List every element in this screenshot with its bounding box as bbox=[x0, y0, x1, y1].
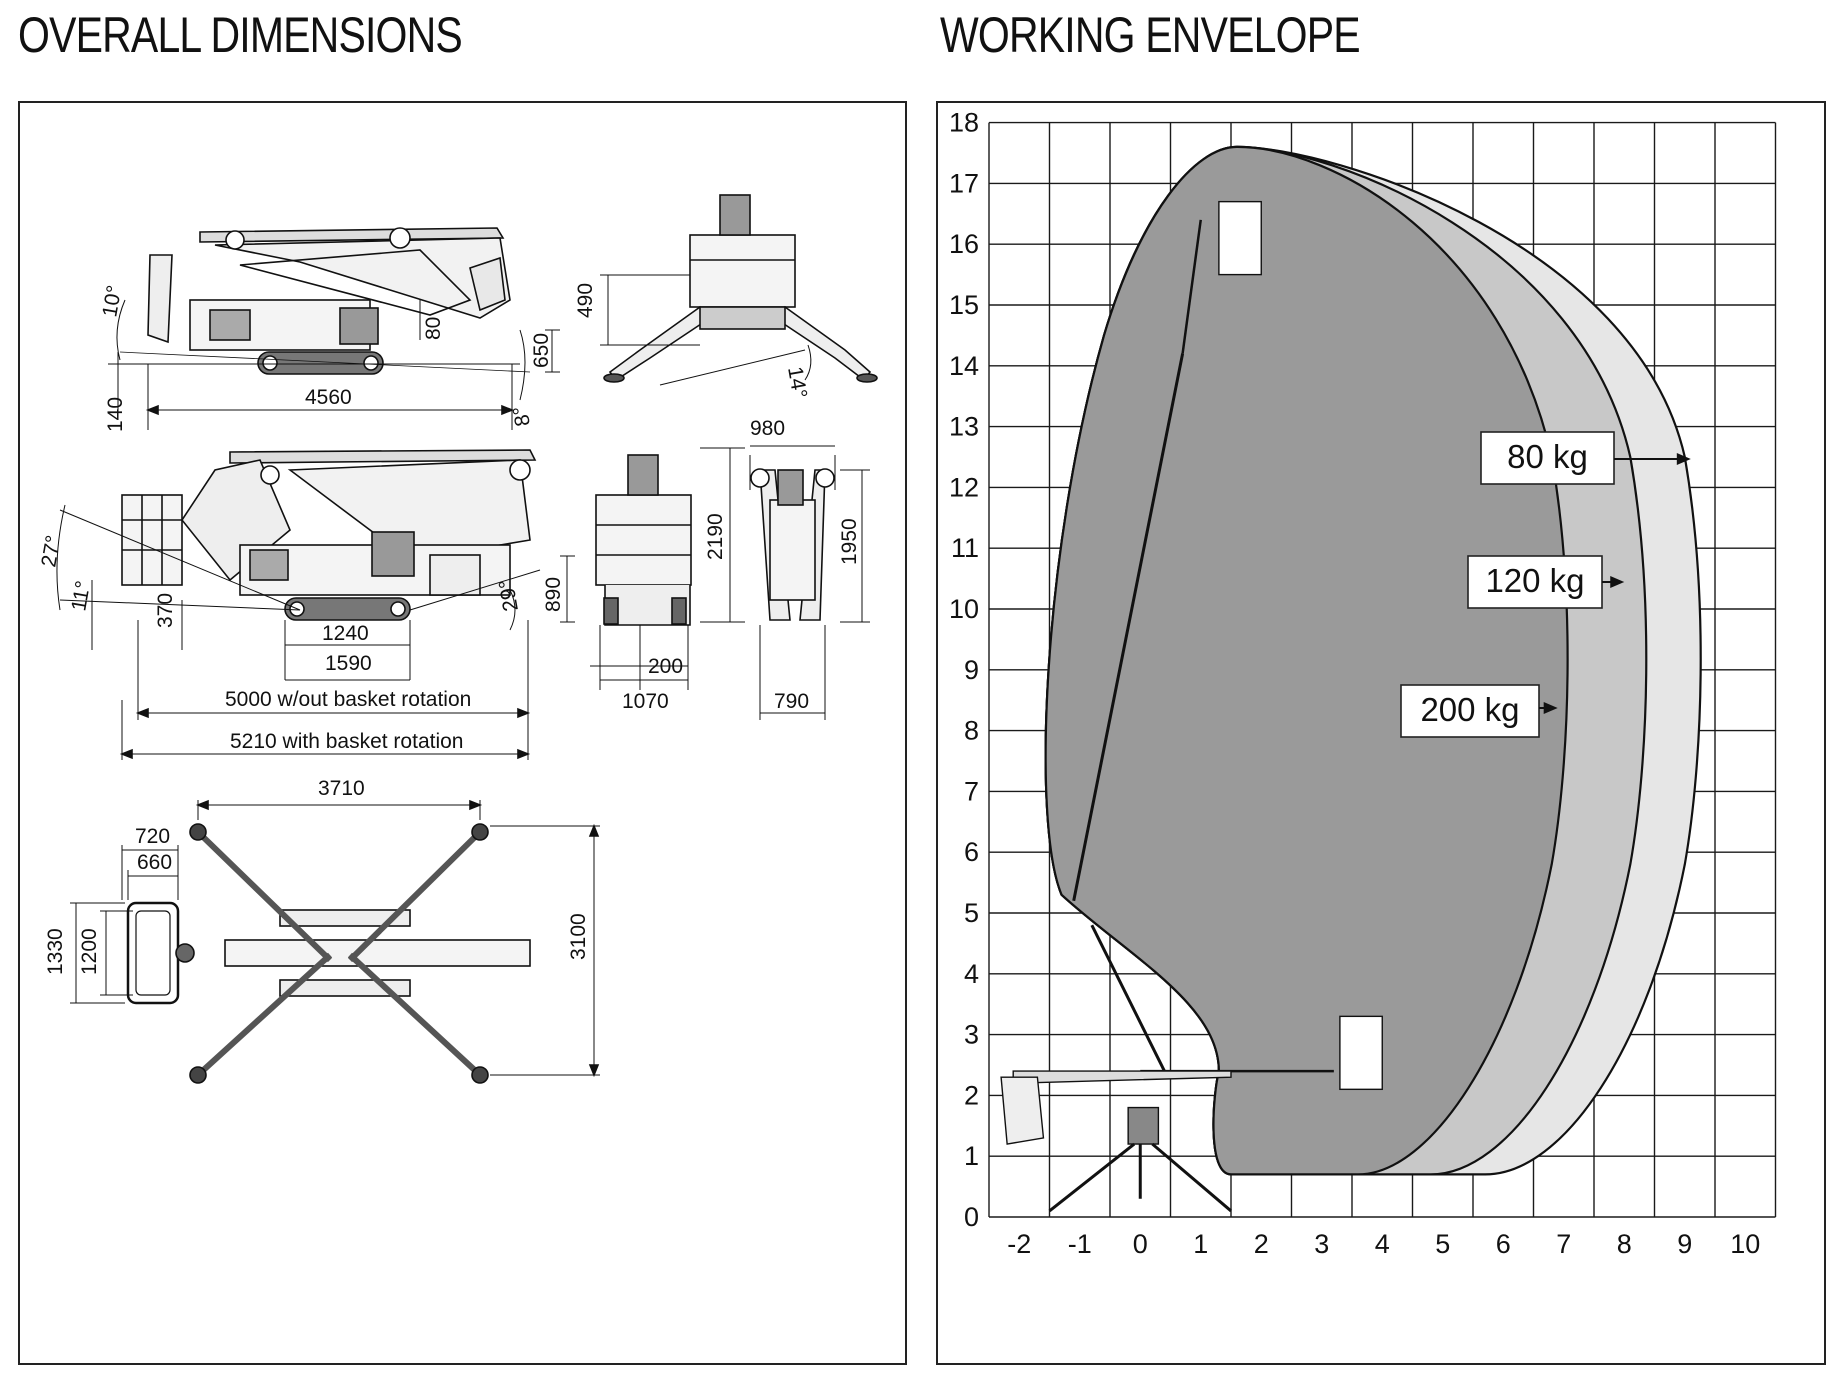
y-tick-label: 2 bbox=[964, 1080, 979, 1110]
y-tick-label: 11 bbox=[951, 533, 979, 563]
dim-angle-top: 27° bbox=[37, 534, 65, 569]
dim-angle-low: 11° bbox=[67, 579, 95, 613]
load-arrow-head bbox=[1676, 453, 1691, 465]
x-tick-label: 4 bbox=[1375, 1229, 1390, 1259]
overall-dimensions-panel bbox=[18, 101, 907, 1365]
x-tick-label: -2 bbox=[1007, 1229, 1031, 1259]
outrigger-right bbox=[1151, 1142, 1232, 1213]
working-envelope-panel bbox=[936, 101, 1826, 1365]
dim-track-length: 1240 bbox=[322, 622, 369, 645]
dim-top-span-x: 3710 bbox=[318, 777, 365, 800]
dim-track-height: 650 bbox=[530, 333, 553, 368]
dim-length-no-rotation: 5000 w/out basket rotation bbox=[225, 688, 471, 711]
top-view bbox=[70, 799, 600, 1084]
load-label-text: 200 kg bbox=[1420, 691, 1519, 728]
load-arrow-head bbox=[1543, 702, 1558, 714]
load-arrow-head bbox=[1610, 576, 1625, 588]
dim-top-span-y: 3100 bbox=[567, 913, 590, 960]
y-tick-label: 12 bbox=[949, 472, 979, 502]
x-tick-label: 5 bbox=[1435, 1229, 1450, 1259]
dim-rear-width: 790 bbox=[774, 690, 809, 713]
x-tick-label: -1 bbox=[1068, 1229, 1092, 1259]
dim-front-total-height: 2190 bbox=[704, 513, 727, 560]
dim-stowed-length: 4560 bbox=[305, 386, 352, 409]
outrigger-left bbox=[1048, 1142, 1136, 1213]
dim-basket-outer: 720 bbox=[135, 825, 170, 848]
dim-inner-height: 80 bbox=[422, 317, 445, 340]
stowed-front-view bbox=[600, 194, 878, 386]
dim-wheelbase: 1590 bbox=[325, 652, 372, 675]
dim-ground-clearance: 140 bbox=[104, 397, 127, 432]
x-tick-label: 9 bbox=[1677, 1229, 1692, 1259]
dim-working-height: 890 bbox=[542, 577, 565, 612]
envelope-areas bbox=[1044, 145, 1702, 1176]
working-side-view bbox=[56, 449, 575, 760]
y-tick-label: 5 bbox=[964, 898, 979, 928]
y-tick-label: 4 bbox=[964, 959, 979, 989]
x-tick-label: 6 bbox=[1496, 1229, 1511, 1259]
y-tick-label: 15 bbox=[949, 290, 979, 320]
dim-angle-working-rear: 29° bbox=[495, 578, 523, 613]
y-tick-label: 1 bbox=[964, 1141, 979, 1171]
x-tick-label: 0 bbox=[1133, 1229, 1148, 1259]
x-tick-label: 10 bbox=[1730, 1229, 1760, 1259]
working-front-view bbox=[590, 447, 745, 690]
y-tick-label: 18 bbox=[949, 108, 979, 138]
load-label-box bbox=[1480, 431, 1615, 485]
dim-step: 370 bbox=[154, 593, 177, 628]
envelope-area bbox=[1044, 145, 1569, 1176]
dimension-drawings: 10° 140 4560 80 8° 650 490 14° 980 27° 1… bbox=[37, 194, 878, 1084]
dim-outrigger-angle: 14° bbox=[783, 365, 811, 400]
load-label-text: 80 kg bbox=[1507, 438, 1588, 475]
heading-overall-dimensions: OVERALL DIMENSIONS bbox=[18, 7, 463, 63]
dim-rear-top-width: 980 bbox=[750, 417, 785, 440]
load-labels: 80 kg 120 kg 200 kg bbox=[1400, 431, 1691, 738]
machine-silhouette bbox=[1000, 200, 1383, 1213]
y-tick-label: 14 bbox=[949, 351, 979, 381]
dim-basket-height-inner: 1200 bbox=[78, 928, 101, 975]
x-tick-label: 3 bbox=[1314, 1229, 1329, 1259]
basket-top bbox=[1218, 200, 1262, 276]
y-tick-label: 0 bbox=[964, 1202, 979, 1232]
boom-lower-section bbox=[1072, 353, 1185, 902]
dim-track-gap: 200 bbox=[648, 655, 683, 678]
dim-basket-height-outer: 1330 bbox=[44, 928, 67, 975]
x-tick-label: 1 bbox=[1193, 1229, 1208, 1259]
stowed-jib bbox=[1000, 1076, 1045, 1145]
dim-length-rotation: 5210 with basket rotation bbox=[230, 730, 463, 753]
y-tick-label: 13 bbox=[949, 412, 979, 442]
y-tick-label: 16 bbox=[949, 229, 979, 259]
dim-front-height: 490 bbox=[574, 283, 597, 318]
dim-angle-front: 10° bbox=[98, 284, 126, 319]
turret bbox=[1127, 1106, 1160, 1145]
x-tick-label: 2 bbox=[1254, 1229, 1269, 1259]
y-tick-label: 9 bbox=[964, 655, 979, 685]
dim-basket-inner: 660 bbox=[137, 851, 172, 874]
dim-angle-rear: 8° bbox=[509, 404, 535, 428]
boom-upper-section bbox=[1181, 219, 1202, 354]
x-tick-label: 7 bbox=[1556, 1229, 1571, 1259]
x-axis-ticks: -2 -1 0 1 2 3 4 5 6 7 8 9 10 bbox=[1007, 1229, 1760, 1259]
y-tick-label: 10 bbox=[949, 594, 979, 624]
load-label-box bbox=[1467, 555, 1603, 609]
y-tick-label: 8 bbox=[964, 716, 979, 746]
x-tick-label: 8 bbox=[1617, 1229, 1632, 1259]
y-tick-label: 3 bbox=[964, 1020, 979, 1050]
boom-lift-arm bbox=[1090, 924, 1166, 1072]
basket-low bbox=[1339, 1015, 1383, 1091]
dim-front-width: 1070 bbox=[622, 690, 669, 713]
load-label-text: 120 kg bbox=[1485, 562, 1584, 599]
load-label-box bbox=[1400, 684, 1540, 738]
working-rear-view bbox=[749, 445, 870, 720]
dim-rear-height: 1950 bbox=[838, 518, 861, 565]
y-tick-label: 6 bbox=[964, 837, 979, 867]
heading-working-envelope: WORKING ENVELOPE bbox=[940, 7, 1361, 63]
stowed-side-view bbox=[108, 227, 560, 430]
stowed-boom bbox=[1012, 1070, 1232, 1084]
y-tick-label: 17 bbox=[949, 168, 979, 198]
y-tick-label: 7 bbox=[964, 776, 979, 806]
